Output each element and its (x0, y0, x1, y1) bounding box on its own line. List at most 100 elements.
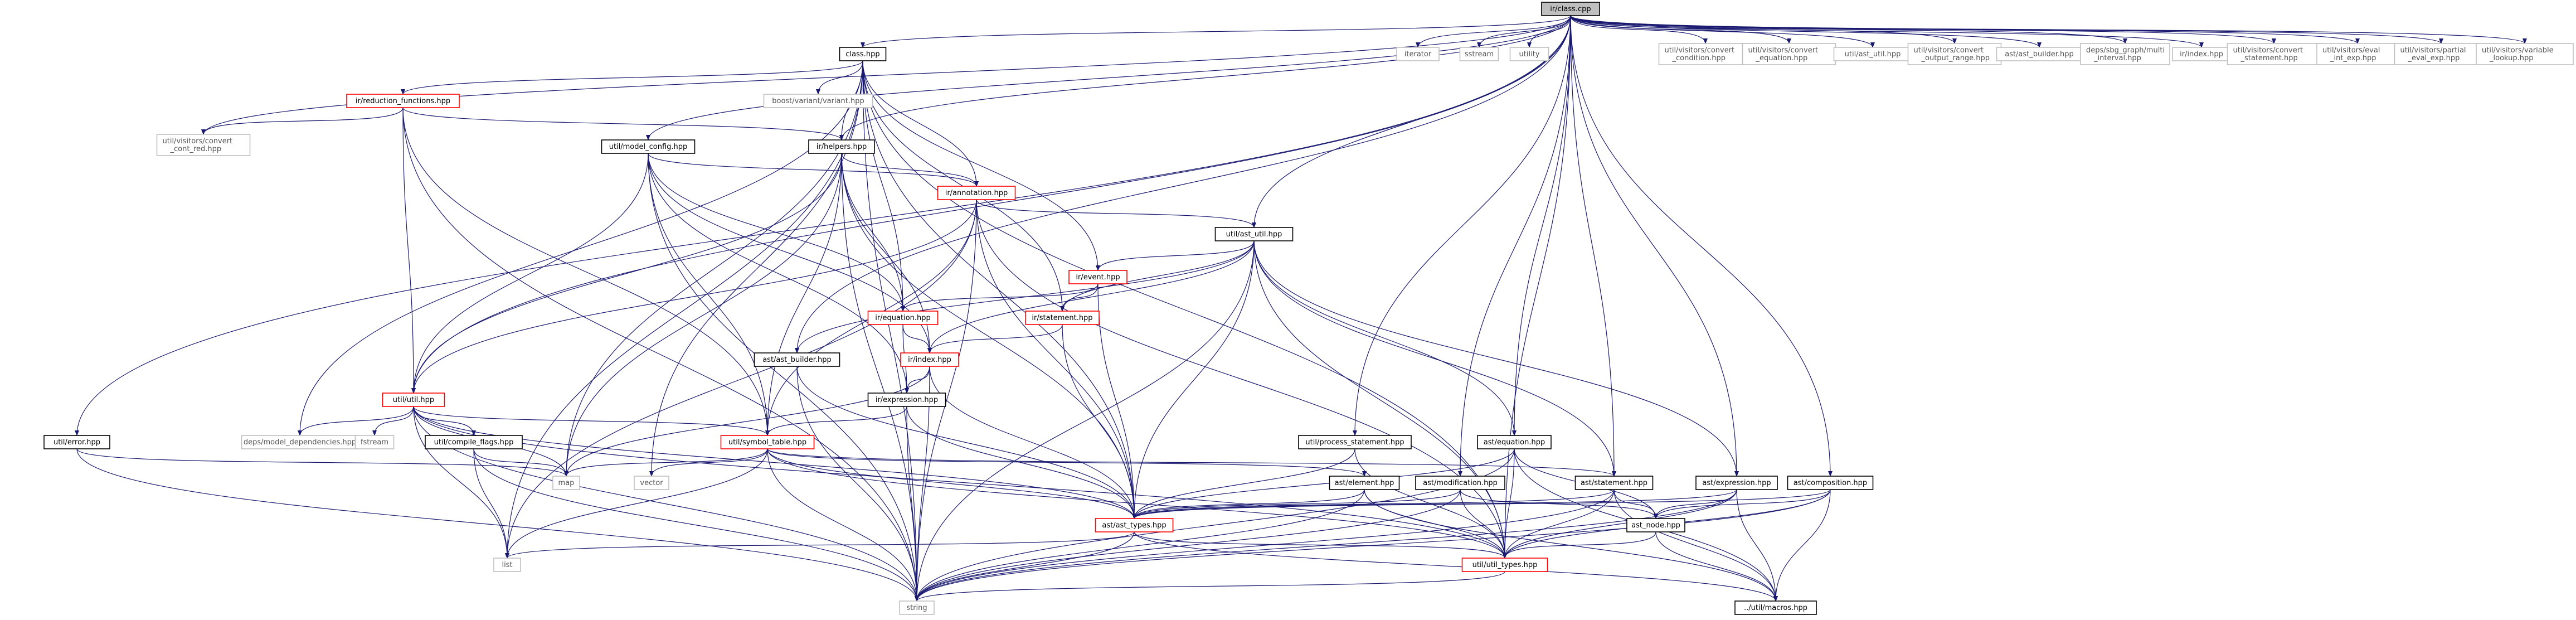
node-ir-index-gray: ir/index.hpp (2172, 47, 2231, 61)
node-ast-expression[interactable]: ast/expression.hpp (1695, 476, 1778, 490)
node-label: util/visitors/convert (1665, 46, 1735, 55)
edge-ast-composition-to-macros (1773, 489, 1831, 602)
edge-ast-builder-to-ast-types (796, 366, 1136, 519)
node-util-util[interactable]: util/util.hpp (382, 393, 445, 407)
edge-util-types-to-string (915, 571, 1505, 602)
edge-symbol-table-to-util-types (767, 448, 1507, 559)
node-box (1025, 311, 1100, 325)
edge-ir-expression-to-ast-types (906, 406, 1136, 519)
edge-ast-statement-to-macros (1613, 489, 1778, 602)
edge-class-hpp-to-red-func (401, 60, 863, 95)
node-util-types[interactable]: util/util_types.hpp (1461, 558, 1548, 572)
edge-model-config-to-ir-equation (648, 153, 905, 312)
node-ast-builder[interactable]: ast/ast_builder.hpp (754, 352, 840, 367)
edge-helpers-to-ast-types (841, 153, 1136, 519)
node-label: ast/expression.hpp (1702, 479, 1771, 487)
node-vis-conv-cont: util/visitors/convert_cont_red.hpp (156, 134, 251, 156)
node-boost-variant: boost/variant/variant.hpp (763, 94, 873, 108)
node-root[interactable]: ir/class.cpp (1541, 2, 1600, 16)
node-string: string (899, 600, 935, 615)
edge-util-error-to-map (76, 448, 568, 477)
edge-root-to-helpers (839, 15, 1571, 141)
node-ast-statement[interactable]: ast/statement.hpp (1574, 476, 1654, 490)
edge-ast-node-to-util-types (1503, 531, 1656, 559)
node-label: ast/ast_builder.hpp (2005, 50, 2074, 59)
node-box (1695, 476, 1778, 490)
edge-ast-statement-to-string (915, 489, 1615, 602)
edge-helpers-to-annotation (841, 153, 979, 187)
node-label: ir/index.hpp (908, 356, 951, 364)
edge-ast-composition-to-ast-types (1132, 489, 1831, 519)
edge-ir-equation-to-ir-index (902, 324, 932, 353)
edge-root-to-vis-conv-eq (1570, 15, 1791, 44)
node-ast-composition[interactable]: ast/composition.hpp (1787, 476, 1874, 490)
edge-helpers-to-symbol-table (765, 153, 842, 436)
node-box (937, 186, 1016, 200)
edge-ast-modification-to-string (915, 489, 1461, 602)
node-ir-expression[interactable]: ir/expression.hpp (867, 393, 946, 407)
node-ir-equation[interactable]: ir/equation.hpp (867, 311, 939, 325)
node-event[interactable]: ir/event.hpp (1068, 270, 1127, 284)
node-box (1214, 227, 1294, 241)
node-label: ast/ast_builder.hpp (762, 356, 832, 364)
edge-root-to-model-config (646, 15, 1571, 141)
edge-ir-expression-to-symbol-table (765, 406, 907, 436)
node-box (900, 352, 959, 367)
node-ast-equation[interactable]: ast/equation.hpp (1477, 435, 1552, 449)
edge-model-config-to-ir-expression (648, 153, 909, 394)
node-box (634, 476, 669, 490)
node-label: ir/equation.hpp (875, 314, 931, 322)
node-box (1734, 600, 1817, 615)
edge-ast-modification-to-ast-types (1132, 489, 1461, 519)
node-box (2394, 43, 2488, 65)
node-class-hpp[interactable]: class.hpp (839, 47, 887, 61)
node-box (1461, 558, 1548, 572)
node-ir-index[interactable]: ir/index.hpp (900, 352, 959, 367)
node-vis-conv-out: util/visitors/convert_output_range.hpp (1907, 43, 2002, 65)
node-label: util/error.hpp (54, 438, 100, 447)
node-box (754, 352, 840, 367)
edge-ast-expression-to-ast-types (1132, 489, 1737, 519)
edge-ast-util-to-ast-equation (1253, 240, 1517, 436)
node-box (1477, 435, 1552, 449)
node-label: util/visitors/convert (1914, 46, 1984, 55)
node-annotation[interactable]: ir/annotation.hpp (937, 186, 1016, 200)
edge-symbol-table-to-string (767, 448, 919, 602)
edge-root-to-ast-equation (1512, 15, 1571, 436)
node-util-error[interactable]: util/error.hpp (43, 435, 110, 449)
edge-ir-index-to-ir-expression (905, 366, 930, 394)
node-compile-flags[interactable]: util/compile_flags.hpp (425, 435, 523, 449)
edge-event-to-ir-equation (901, 283, 1099, 312)
edge-util-util-to-fstream (372, 406, 414, 436)
edge-class-hpp-to-string (862, 60, 919, 602)
edge-root-to-ast-util-gray (1570, 15, 1875, 48)
edge-ast-types-to-string (915, 531, 1135, 602)
node-red-func[interactable]: ir/reduction_functions.hpp (346, 94, 460, 108)
edge-ast-util-to-ast-types (1132, 240, 1255, 519)
node-label: map (558, 479, 575, 487)
node-symbol-table[interactable]: util/symbol_table.hpp (720, 435, 815, 449)
node-vis-eval-int: util/visitors/eval_int_exp.hpp (2316, 43, 2399, 65)
node-sbg-graph: deps/sbg_graph/multi_interval.hpp (2080, 43, 2170, 65)
node-box (2227, 43, 2321, 65)
node-ast-util[interactable]: util/ast_util.hpp (1214, 227, 1294, 241)
node-box (2080, 43, 2170, 65)
node-ast-builder-gray: ast/ast_builder.hpp (1996, 47, 2083, 61)
edge-ast-composition-to-string (915, 489, 1831, 602)
node-macros[interactable]: ../util/macros.hpp (1734, 600, 1817, 615)
node-sstream: sstream (1459, 47, 1499, 61)
node-model-config[interactable]: util/model_config.hpp (601, 139, 696, 154)
node-box (1509, 47, 1549, 61)
node-ast-types[interactable]: ast/ast_types.hpp (1095, 518, 1174, 532)
node-label: utility (1519, 50, 1540, 59)
node-helpers[interactable]: ir/helpers.hpp (808, 139, 875, 154)
node-list: list (493, 558, 521, 572)
node-ir-statement[interactable]: ir/statement.hpp (1025, 311, 1100, 325)
edge-ast-util-to-event (1096, 240, 1255, 271)
node-ast-element[interactable]: ast/element.hpp (1329, 476, 1400, 490)
node-box (156, 134, 251, 156)
node-ast-modification[interactable]: ast/modification.hpp (1415, 476, 1505, 490)
node-process-stmt[interactable]: util/process_statement.hpp (1298, 435, 1412, 449)
edge-util-error-to-string (76, 448, 919, 602)
node-ast-node[interactable]: ast_node.hpp (1626, 518, 1685, 532)
